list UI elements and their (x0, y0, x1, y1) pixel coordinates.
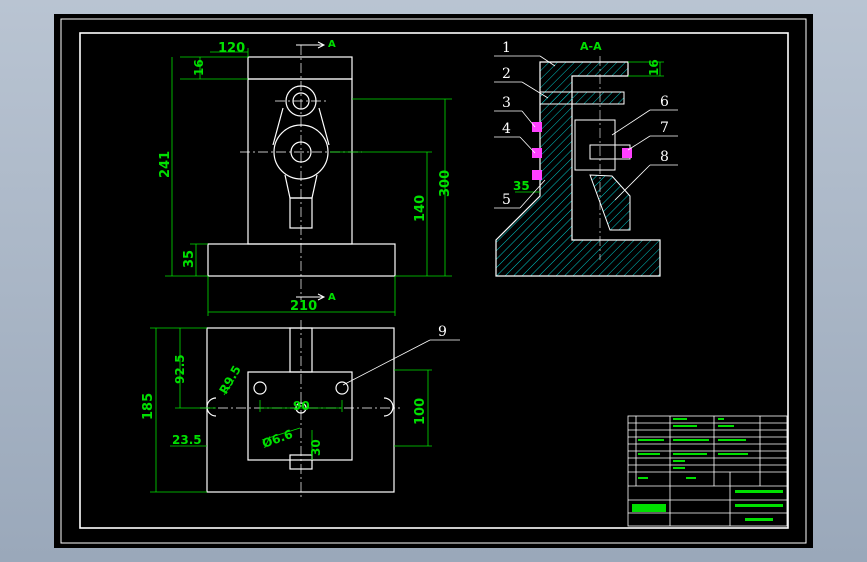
dim-35-section: 35 (513, 179, 530, 193)
part-label-5: 5 (502, 192, 511, 208)
dim-35-front: 35 (182, 250, 197, 268)
drawing-sheet (54, 14, 813, 548)
section-title: A-A (580, 40, 602, 53)
section-mark-bottom: A (328, 292, 336, 303)
dim-90: 90 (293, 399, 310, 413)
part-label-4: 4 (502, 121, 511, 137)
section-view (495, 56, 661, 277)
section-marks (296, 41, 326, 301)
dim-r9-5: R9.5 (216, 363, 243, 396)
dim-16-section: 16 (647, 59, 661, 76)
section-mark-top: A (328, 39, 336, 50)
dim-23-5: 23.5 (172, 433, 202, 447)
part-label-2: 2 (502, 66, 511, 82)
front-dimensions (165, 48, 452, 316)
dim-140: 140 (413, 195, 428, 222)
part-label-7: 7 (660, 120, 669, 136)
part-label-8: 8 (660, 149, 669, 165)
front-view (207, 56, 396, 277)
outer-border (60, 18, 807, 544)
dim-241: 241 (158, 151, 173, 178)
front-top-plate (247, 56, 353, 80)
dim-16-front: 16 (192, 59, 206, 76)
section-body (495, 61, 661, 277)
front-centerlines (240, 45, 362, 300)
top-dimensions (150, 327, 432, 493)
dim-30: 30 (309, 439, 323, 456)
dim-210: 210 (290, 299, 317, 314)
part-label-9: 9 (438, 324, 447, 340)
section-dimensions (515, 61, 664, 193)
dim-100: 100 (413, 398, 428, 425)
title-block-fills (632, 418, 783, 521)
leader-lines (342, 55, 678, 386)
part-label-3: 3 (502, 95, 511, 111)
dim-120: 120 (218, 41, 245, 56)
dim-185: 185 (141, 393, 156, 420)
part-label-1: 1 (502, 40, 511, 56)
dim-92-5: 92.5 (173, 354, 187, 384)
dim-300: 300 (438, 170, 453, 197)
dim-phi6-6: Ø6.6 (260, 427, 294, 451)
inner-frame (79, 32, 789, 529)
title-block (627, 415, 788, 527)
part-label-6: 6 (660, 94, 669, 110)
front-base (207, 243, 396, 277)
